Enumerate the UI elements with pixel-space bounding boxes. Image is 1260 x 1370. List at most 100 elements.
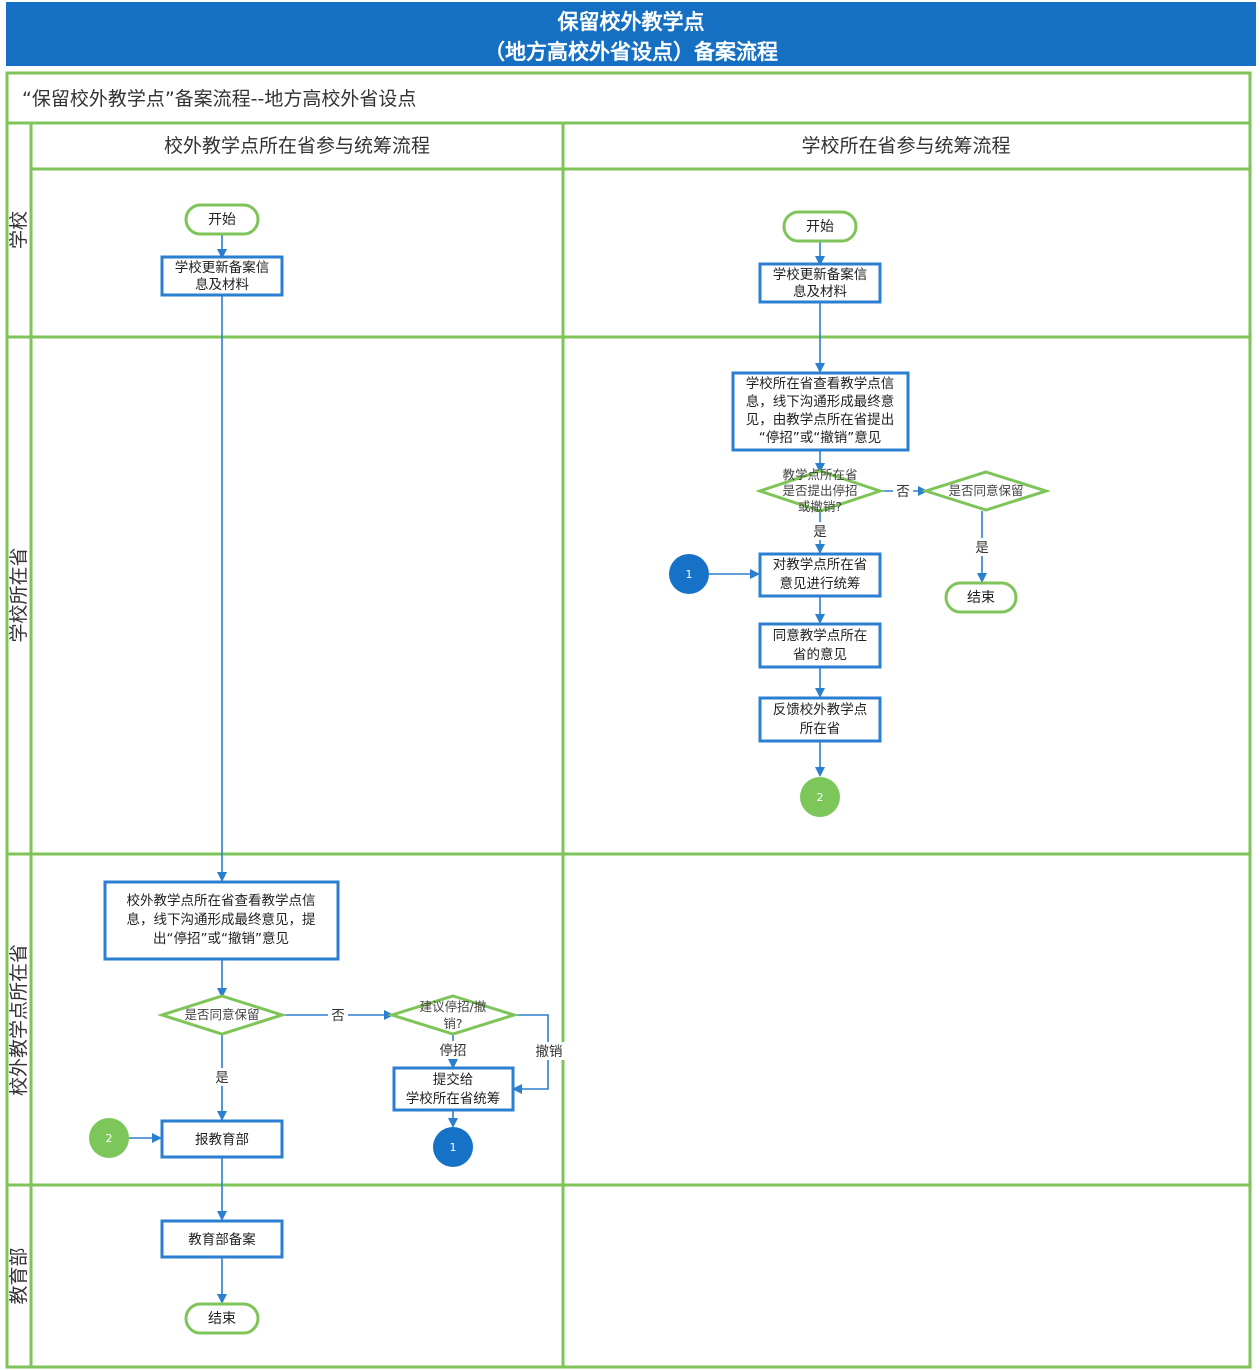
label-bg-revoke — [532, 1042, 566, 1060]
left-review-line3: 出“停招”或“撤销”意见 — [153, 930, 289, 947]
right-connector-2: 2 — [800, 777, 840, 817]
left-decision-agree-label: 是否同意保留 — [184, 1007, 259, 1022]
title-bar: 保留校外教学点 （地方高校外省设点）备案流程 — [6, 2, 1256, 66]
right-feedback-shape — [758, 696, 882, 743]
edge-label-no-right: 否 — [896, 484, 910, 500]
left-end-node: 结束 — [184, 1302, 260, 1335]
right-coordinate-box: 对教学点所在省 意见进行统筹 — [758, 552, 882, 598]
left-decision-suggest-shape — [386, 994, 520, 1036]
left-connector-1: 1 — [433, 1127, 473, 1167]
right-feedback-box: 反馈校外教学点 所在省 — [758, 696, 882, 743]
moe-record-shape — [160, 1219, 284, 1259]
left-update-line2: 息及材料 — [195, 276, 249, 293]
right-start-node: 开始 — [782, 210, 858, 243]
left-end-label: 结束 — [208, 1311, 236, 1327]
left-decision-suggest-line2: 销? — [443, 1016, 462, 1031]
left-review-line1: 校外教学点所在省查看教学点信 — [127, 892, 316, 909]
left-connector-1-label: 1 — [450, 1141, 457, 1154]
right-coordinate-line1: 对教学点所在省 — [773, 557, 868, 573]
right-decision-proposed-line2: 是否提出停招 — [782, 483, 857, 498]
right-agree-line2: 省的意见 — [793, 646, 847, 663]
title-line-2: （地方高校外省设点）备案流程 — [484, 40, 778, 64]
left-decision-agree-shape — [157, 994, 287, 1036]
right-connector-2-shape — [800, 777, 840, 817]
right-update-box: 学校更新备案信 息及材料 — [758, 262, 882, 304]
right-review-line2: 息，线下沟通形成最终意 — [746, 393, 895, 410]
right-review-box: 学校所在省查看教学点信 息，线下沟通形成最终意 见，由教学点所在省提出 “停招”… — [731, 371, 910, 452]
right-agree-line1: 同意教学点所在 — [773, 627, 868, 644]
right-feedback-line1: 反馈校外教学点 — [773, 701, 868, 718]
right-agree-box: 同意教学点所在 省的意见 — [758, 622, 882, 669]
title-line-1: 保留校外教学点 — [557, 10, 705, 34]
left-connector-2-shape — [89, 1118, 129, 1158]
left-start-shape — [184, 203, 260, 236]
right-update-line1: 学校更新备案信 — [773, 266, 868, 283]
right-review-shape — [731, 371, 910, 452]
right-decision-proposed-shape — [755, 469, 885, 513]
left-connector-2: 2 — [89, 1118, 129, 1158]
label-bg-yes-right-1 — [810, 522, 830, 540]
label-bg-yes-left — [212, 1068, 232, 1086]
label-bg-stop — [436, 1041, 470, 1059]
left-review-shape — [103, 880, 340, 961]
edge-label-stop: 停招 — [440, 1042, 467, 1059]
left-review-box: 校外教学点所在省查看教学点信 息，线下沟通形成最终意见，提 出“停招”或“撤销”… — [103, 880, 340, 961]
right-connector-1-label: 1 — [686, 568, 693, 581]
moe-record-box: 教育部备案 — [160, 1219, 284, 1259]
right-decision-proposed-line1: 教学点所在省 — [782, 467, 857, 482]
right-review-line3: 见，由教学点所在省提出 — [746, 412, 895, 428]
right-update-line2: 息及材料 — [793, 283, 847, 300]
right-feedback-line2: 所在省 — [800, 721, 841, 737]
lane-label-moe: 教育部 — [8, 1247, 30, 1304]
left-connector-1-shape — [433, 1127, 473, 1167]
right-decision-agree-label: 是否同意保留 — [948, 483, 1023, 498]
column-header-right: 学校所在省参与统筹流程 — [801, 135, 1010, 157]
label-bg-no-right — [893, 482, 913, 500]
edge-label-yes-right-2: 是 — [975, 540, 989, 556]
left-report-shape — [160, 1119, 284, 1159]
left-submit-shape — [392, 1066, 515, 1112]
left-report-label: 报教育部 — [195, 1132, 249, 1148]
right-decision-agree: 是否同意保留 — [921, 470, 1051, 512]
left-decision-suggest: 建议停招/撤 销? — [386, 994, 520, 1036]
right-end-label: 结束 — [967, 590, 995, 606]
right-coordinate-line2: 意见进行统筹 — [780, 575, 861, 592]
left-update-shape — [160, 255, 284, 297]
lane-label-site-province: 校外教学点所在省 — [8, 944, 30, 1096]
right-start-label: 开始 — [806, 219, 834, 235]
edge-label-no-left: 否 — [331, 1008, 345, 1024]
right-end-node: 结束 — [944, 581, 1018, 614]
right-decision-proposed-line3: 或撤销? — [798, 499, 842, 514]
left-end-shape — [184, 1302, 260, 1335]
pool-border — [5, 71, 1252, 1369]
left-start-label: 开始 — [208, 212, 236, 228]
edge-label-backgrounds — [212, 482, 992, 1086]
left-decision-suggest-line1: 建议停招/撤 — [420, 999, 487, 1014]
left-submit-box: 提交给 学校所在省统筹 — [392, 1066, 515, 1112]
left-report-box: 报教育部 — [160, 1119, 284, 1159]
left-submit-line1: 提交给 — [433, 1071, 474, 1088]
right-end-shape — [944, 581, 1018, 614]
right-agree-shape — [758, 622, 882, 669]
left-submit-line2: 学校所在省统筹 — [406, 1090, 501, 1107]
right-start-shape — [782, 210, 858, 243]
right-connector-1: 1 — [669, 554, 709, 594]
lane-label-school: 学校 — [8, 211, 30, 249]
right-decision-proposed: 教学点所在省 是否提出停招 或撤销? — [755, 467, 885, 514]
edge-label-yes-left: 是 — [215, 1070, 229, 1086]
right-review-line1: 学校所在省查看教学点信 — [746, 375, 895, 392]
edge-label-revoke: 撤销 — [536, 1044, 563, 1060]
right-connector-2-label: 2 — [817, 791, 824, 804]
pool-title: “保留校外教学点”备案流程--地方高校外省设点 — [22, 88, 416, 110]
left-decision-agree: 是否同意保留 — [157, 994, 287, 1036]
edge-label-yes-right-1: 是 — [813, 524, 827, 540]
column-header-left: 校外教学点所在省参与统筹流程 — [164, 135, 430, 157]
moe-record-label: 教育部备案 — [188, 1231, 256, 1248]
left-connector-2-label: 2 — [106, 1132, 113, 1145]
right-review-line4: “停招”或“撤销”意见 — [759, 429, 881, 446]
label-bg-yes-right-2 — [972, 538, 992, 556]
left-review-line2: 息，线下沟通形成最终意见，提 — [127, 911, 316, 928]
label-bg-no-left — [328, 1006, 348, 1024]
right-decision-agree-shape — [921, 470, 1051, 512]
